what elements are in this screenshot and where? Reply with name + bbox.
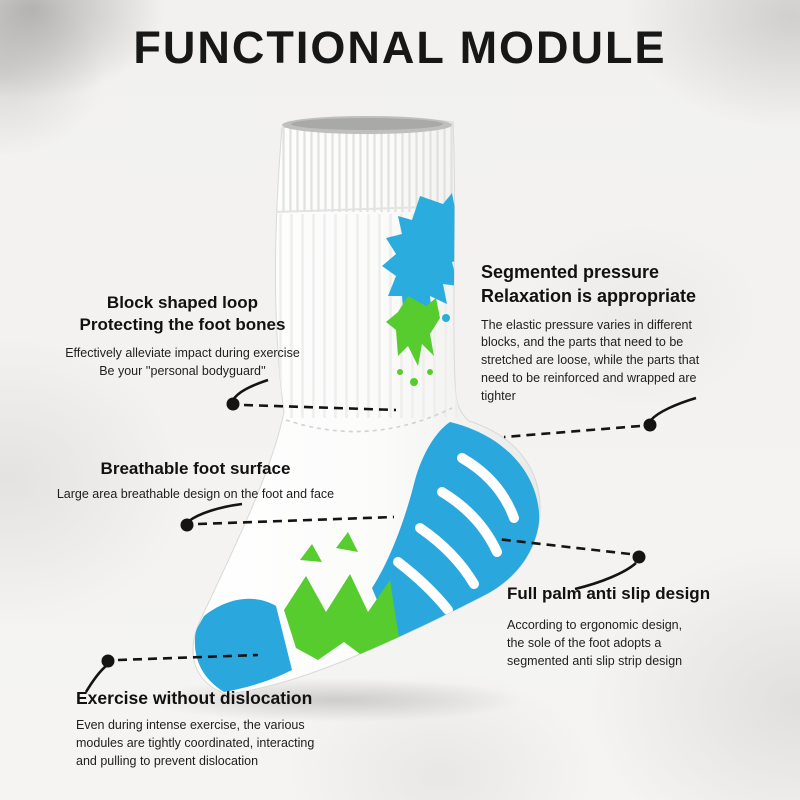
page-title: FUNCTIONAL MODULE	[133, 22, 667, 73]
green-drop	[397, 369, 403, 375]
callout-curve	[231, 378, 269, 401]
callout-body: Effectively alleviate impact during exer…	[65, 345, 300, 378]
callout-curve	[574, 562, 637, 591]
callout-body: Large area breathable design on the foot…	[56, 487, 335, 502]
callout-body: According to ergonomic design, the sole …	[507, 618, 683, 668]
callout-dot	[180, 518, 194, 532]
toe-cap	[194, 598, 292, 692]
callout-full-palm-anti-slip: Full palm anti slip design According to …	[507, 583, 752, 671]
callout-heading: Breathable foot surface	[100, 459, 291, 478]
callout-dash-line	[503, 424, 641, 439]
callout-curve	[188, 502, 243, 523]
cyan-splash	[382, 193, 468, 318]
callout-dot	[643, 418, 657, 432]
leader-breathable-foot-surface	[180, 502, 395, 532]
callout-curve	[84, 665, 107, 693]
callout-heading: Block shaped loop Protecting the foot bo…	[79, 293, 286, 335]
sock-details	[194, 118, 540, 692]
callout-dash-line	[243, 403, 397, 412]
green-zigzag	[284, 574, 400, 660]
callout-body: The elastic pressure varies in different…	[481, 317, 700, 403]
sole-white-stripes	[393, 453, 519, 615]
callout-block-shaped-loop: Block shaped loop Protecting the foot bo…	[40, 292, 325, 380]
callout-dot	[226, 397, 240, 411]
green-triangle	[300, 544, 322, 562]
cuff-rib-texture	[266, 118, 468, 212]
callout-heading: Full palm anti slip design	[507, 584, 711, 603]
callout-segmented-pressure: Segmented pressure Relaxation is appropr…	[481, 261, 751, 405]
leader-full-palm-anti-slip	[496, 537, 646, 591]
green-drop	[410, 378, 418, 386]
leader-segmented-pressure	[503, 396, 697, 439]
callout-breathable-foot-surface: Breathable foot surface Large area breat…	[28, 458, 363, 504]
leader-exercise-without-dislocation	[84, 653, 259, 693]
callout-heading: Exercise without dislocation	[76, 688, 313, 708]
callout-heading: Segmented pressure Relaxation is appropr…	[481, 262, 697, 306]
callout-dash-line	[496, 537, 631, 556]
callout-dot	[101, 654, 115, 668]
callout-exercise-without-dislocation: Exercise without dislocation Even during…	[76, 687, 376, 770]
green-drop	[427, 369, 433, 375]
cuff-opening-inner	[291, 118, 443, 130]
cyan-splash-drop	[442, 314, 450, 322]
leader-block-shaped-loop	[226, 378, 397, 412]
callout-body: Even during intense exercise, the variou…	[76, 718, 315, 768]
callout-dot	[632, 550, 646, 564]
callout-dash-line	[197, 515, 395, 526]
green-triangle	[336, 532, 358, 552]
callout-dash-line	[117, 653, 259, 662]
callout-curve	[650, 396, 697, 421]
green-drip	[386, 296, 440, 366]
